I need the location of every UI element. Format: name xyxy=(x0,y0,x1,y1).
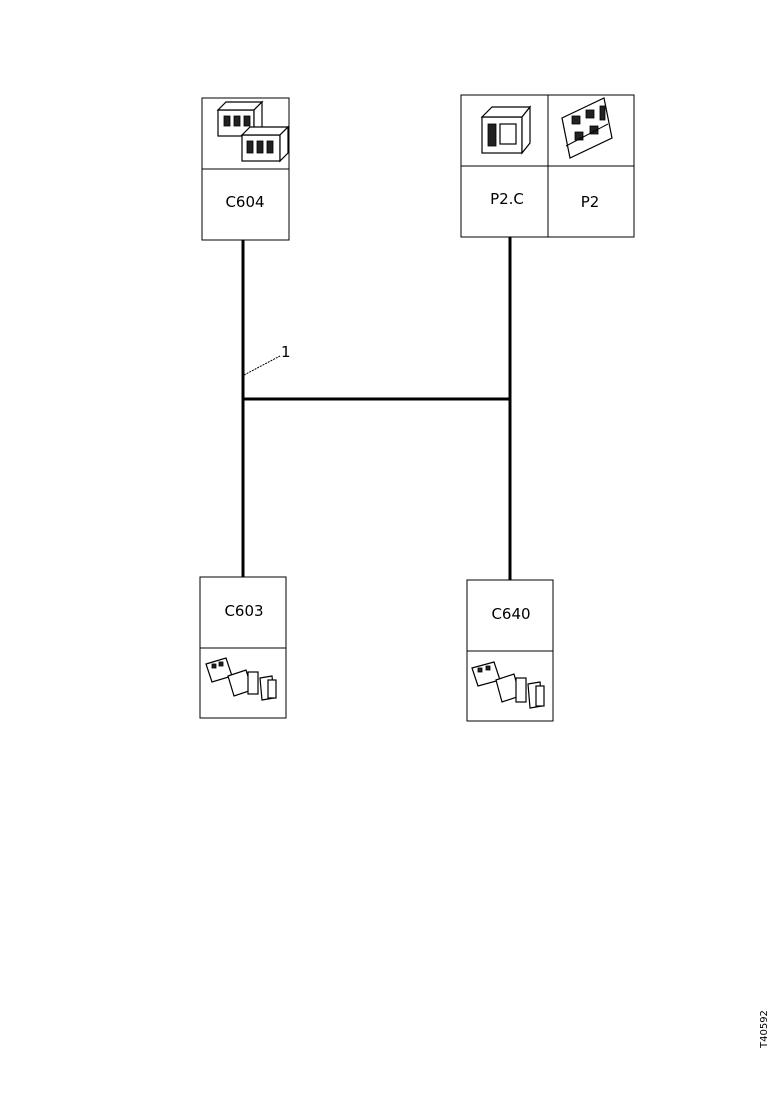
callout-leader-line xyxy=(243,355,281,376)
node-c640-label: C640 xyxy=(491,605,530,623)
node-p2c-p2: P2.C P2 xyxy=(460,94,635,238)
node-p2-label: P2 xyxy=(581,193,600,211)
relay-block-icon xyxy=(480,105,532,155)
circuit-board-icon xyxy=(561,97,613,159)
node-c603-label: C603 xyxy=(224,602,263,620)
node-c604-label: C604 xyxy=(225,193,264,211)
callout-number: 1 xyxy=(281,343,291,361)
relay-module-icon xyxy=(216,100,290,163)
node-c604: C604 xyxy=(201,97,290,241)
node-c640: C640 xyxy=(466,579,554,722)
connector-icon xyxy=(205,657,277,701)
node-c603: C603 xyxy=(199,576,287,719)
figure-code: T40592 xyxy=(759,1010,770,1049)
callout-1: 1 xyxy=(243,343,291,376)
node-p2c-label: P2.C xyxy=(490,190,524,208)
wiring xyxy=(241,237,512,580)
connector-icon xyxy=(471,661,545,709)
